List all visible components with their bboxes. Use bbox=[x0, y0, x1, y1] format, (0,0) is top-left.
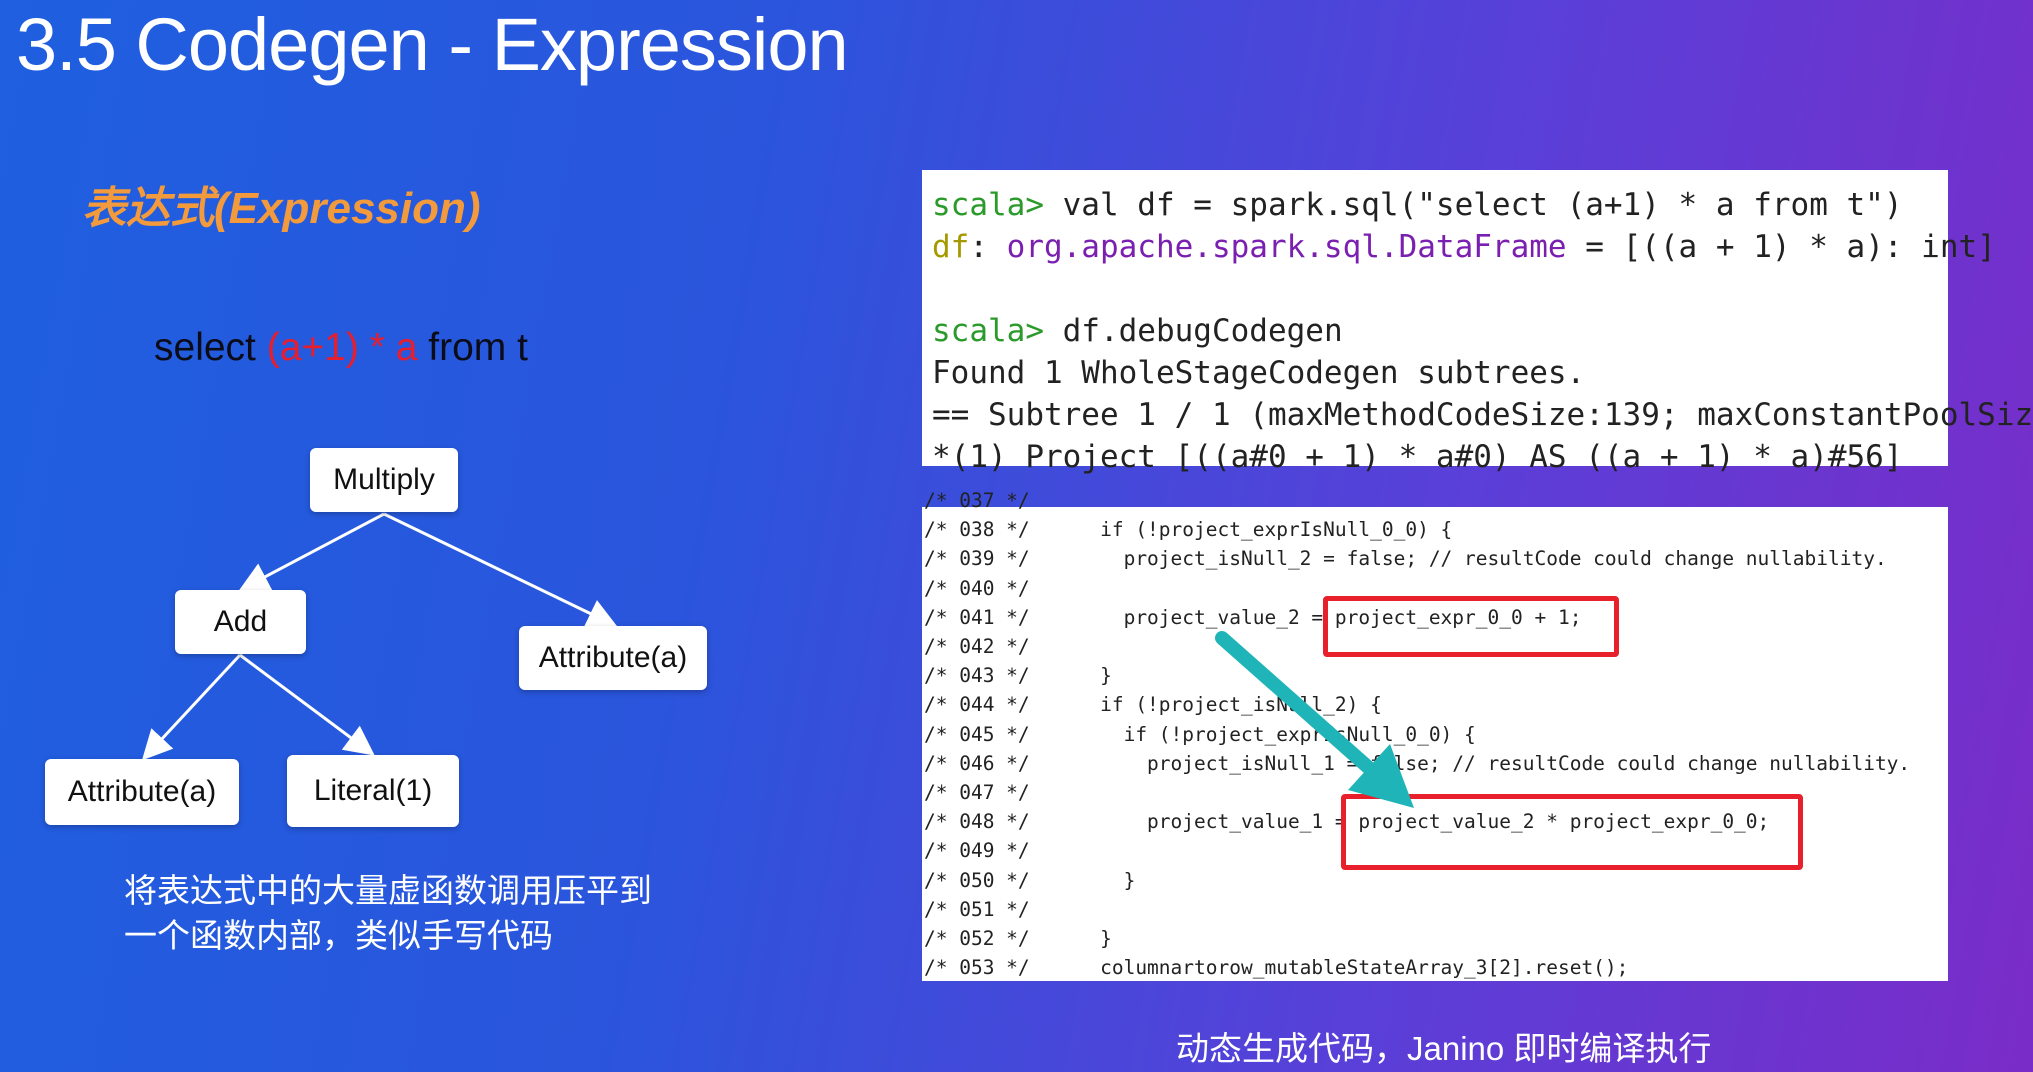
code-line: /* 050 */ } bbox=[924, 868, 1136, 892]
console-type: org.apache.spark.sql.DataFrame bbox=[1006, 229, 1567, 265]
code-line: /* 045 */ if (!project_exprIsNull_0_0) { bbox=[924, 722, 1476, 746]
description-line-1: 将表达式中的大量虚函数调用压平到 bbox=[124, 872, 652, 909]
console-line: scala> df.debugCodegen bbox=[932, 310, 1948, 352]
sql-prefix: select bbox=[154, 326, 267, 369]
code-line: /* 037 */ bbox=[924, 489, 1030, 512]
tree-node-add: Add bbox=[175, 590, 306, 654]
console-output: *(1) Project [((a#0 + 1) * a#0) AS ((a +… bbox=[932, 439, 1903, 475]
sql-expr-open: (a+1) bbox=[266, 326, 359, 369]
code-line: /* 046 */ project_isNull_1 = false; // r… bbox=[924, 751, 1911, 775]
edge-add-attr bbox=[141, 653, 242, 761]
scala-console-panel: scala> val df = spark.sql("select (a+1) … bbox=[922, 170, 2033, 475]
edge-add-literal bbox=[239, 653, 375, 756]
code-line: /* 051 */ bbox=[924, 897, 1030, 921]
section-subtitle: 表达式(Expression) bbox=[82, 184, 481, 233]
tree-node-literal: Literal(1) bbox=[287, 755, 459, 827]
code-line: /* 040 */ bbox=[924, 576, 1030, 600]
console-prompt: scala> bbox=[932, 313, 1044, 349]
code-line: /* 053 */ columnartorow_mutableStateArra… bbox=[924, 956, 1629, 980]
code-line: /* 038 */ if (!project_exprIsNull_0_0) { bbox=[924, 518, 1453, 542]
tree-node-multiply: Multiply bbox=[310, 448, 458, 512]
sql-suffix: from t bbox=[417, 326, 528, 369]
code-line: /* 052 */ } bbox=[924, 927, 1112, 951]
description-text: 将表达式中的大量虚函数调用压平到 一个函数内部，类似手写代码 bbox=[124, 868, 652, 958]
console-separator: : bbox=[969, 229, 1007, 265]
edge-multiply-add bbox=[238, 512, 385, 591]
code-line: /* 041 */ project_value_2 = project_expr… bbox=[924, 605, 1582, 629]
sql-query: select (a+1) * a from t bbox=[154, 326, 528, 370]
code-line: /* 048 */ project_value_1 = project_valu… bbox=[924, 810, 1770, 834]
sql-expr-op: * a bbox=[358, 326, 418, 369]
edge-multiply-attr bbox=[383, 512, 618, 628]
console-output: == Subtree 1 / 1 (maxMethodCodeSize:139;… bbox=[932, 397, 2033, 433]
console-prompt: scala> bbox=[932, 187, 1044, 223]
code-line: /* 043 */ } bbox=[924, 664, 1112, 688]
highlight-box-multiply bbox=[1341, 794, 1803, 870]
footer-caption: 动态生成代码，Janino 即时编译执行 bbox=[1176, 1030, 1712, 1067]
generated-code-panel: /* 037 */ /* 038 */ if (!project_exprIsN… bbox=[922, 489, 1948, 981]
highlight-box-add bbox=[1323, 596, 1619, 657]
tree-node-attribute-left: Attribute(a) bbox=[45, 759, 239, 825]
code-line: /* 049 */ bbox=[924, 839, 1030, 863]
console-output: Found 1 WholeStageCodegen subtrees. bbox=[932, 355, 1586, 391]
description-line-2: 一个函数内部，类似手写代码 bbox=[124, 917, 553, 954]
slide-title: 3.5 Codegen - Expression bbox=[16, 3, 849, 86]
tree-edges bbox=[141, 512, 618, 761]
console-command: val df = spark.sql("select (a+1) * a fro… bbox=[1043, 187, 1903, 223]
generated-code-lines: /* 037 */ /* 038 */ if (!project_exprIsN… bbox=[924, 486, 1910, 982]
console-line: df: org.apache.spark.sql.DataFrame = [((… bbox=[932, 226, 1996, 268]
code-line: /* 042 */ bbox=[924, 635, 1030, 659]
console-line: scala> val df = spark.sql("select (a+1) … bbox=[932, 184, 1948, 226]
code-line: /* 047 */ bbox=[924, 781, 1030, 805]
console-var-name: df bbox=[932, 229, 970, 265]
arrow-icon bbox=[1215, 631, 1414, 808]
tree-node-attribute-right: Attribute(a) bbox=[519, 626, 707, 690]
code-line: /* 039 */ project_isNull_2 = false; // r… bbox=[924, 547, 1887, 571]
console-value: = [((a + 1) * a): int] bbox=[1566, 229, 1996, 265]
console-command: df.debugCodegen bbox=[1043, 313, 1343, 349]
